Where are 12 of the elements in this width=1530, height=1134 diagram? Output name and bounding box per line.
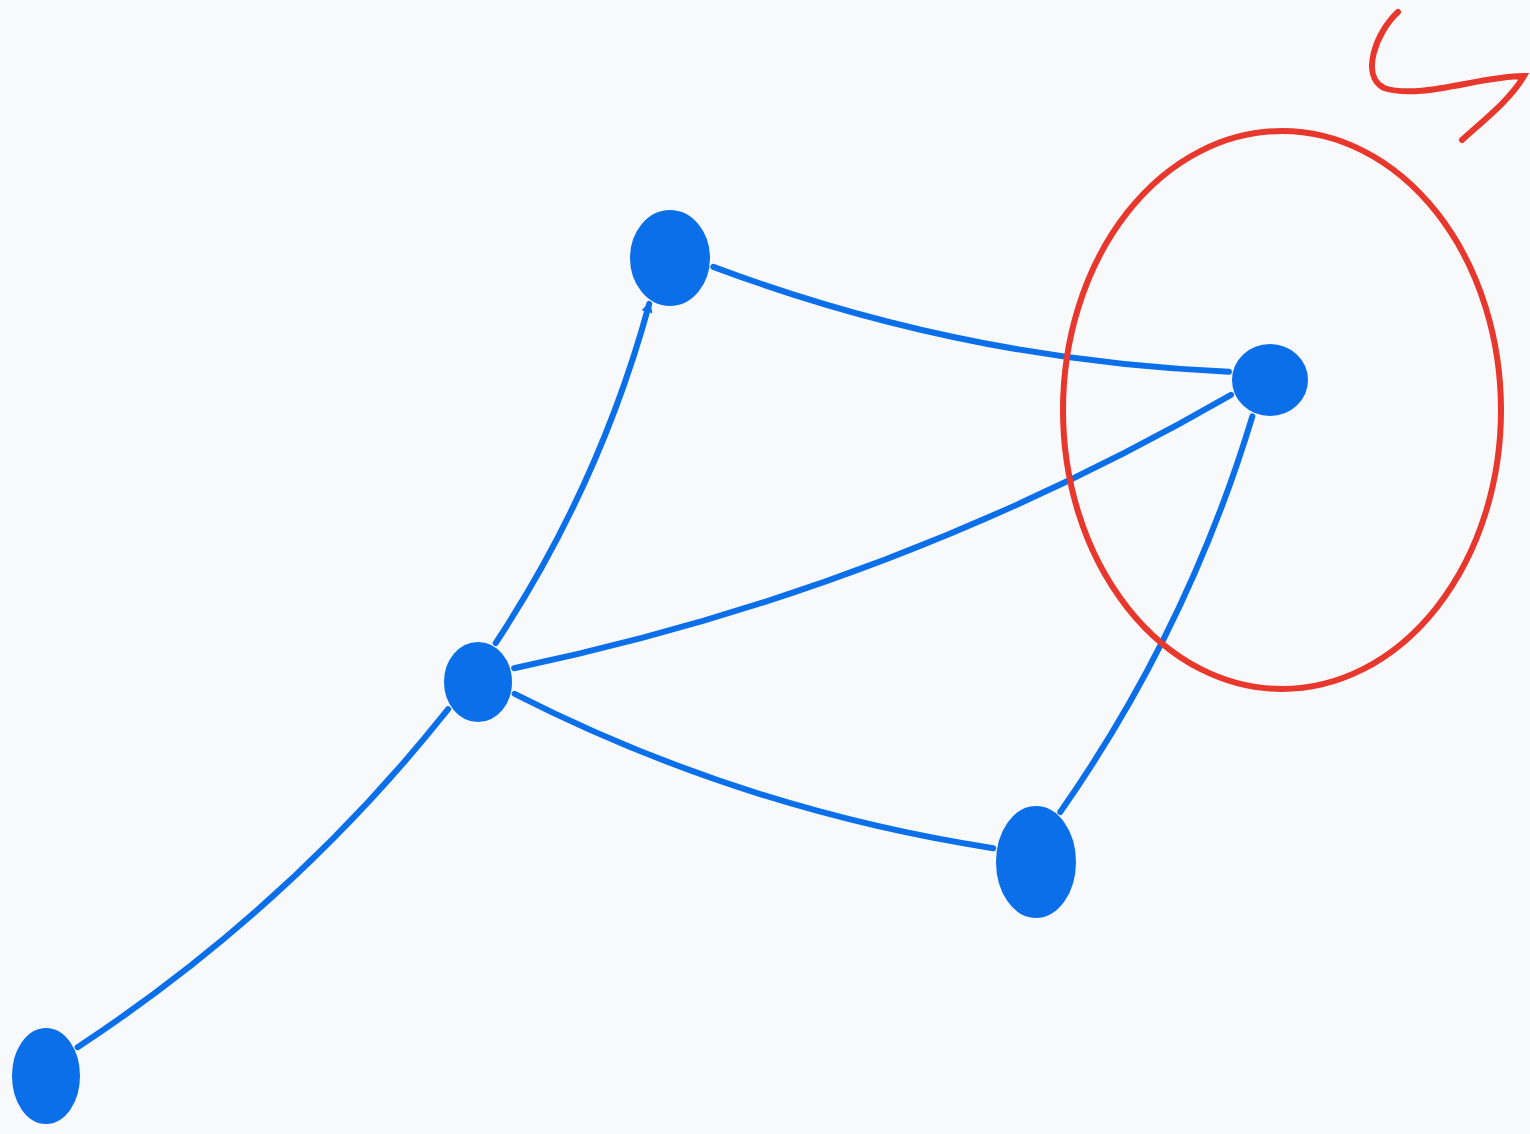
connector-line — [74, 706, 452, 1051]
dot-node — [1232, 344, 1308, 416]
connector-line — [710, 263, 1232, 375]
connector-line — [511, 391, 1234, 672]
dot-node — [444, 642, 512, 722]
dot-node — [12, 1028, 80, 1124]
connector-line — [511, 690, 997, 852]
connector-line — [1057, 413, 1256, 815]
dot-node — [630, 210, 710, 306]
arrow — [492, 300, 653, 647]
dot-node — [996, 806, 1076, 918]
enclosing-circle — [1060, 128, 1504, 692]
